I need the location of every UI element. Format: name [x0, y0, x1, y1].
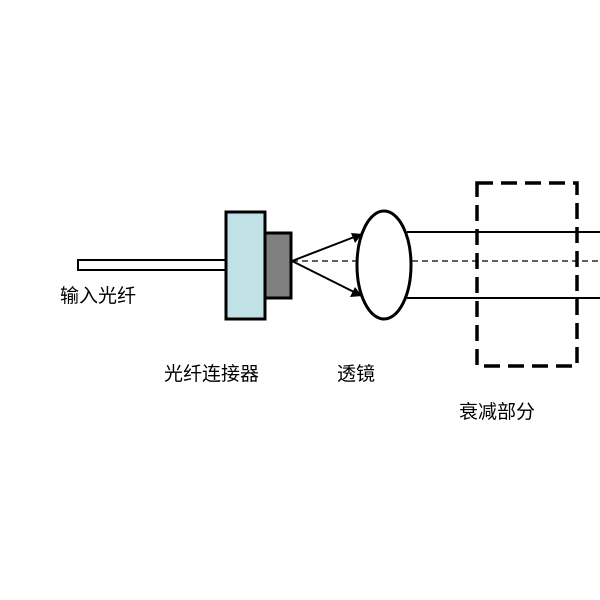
lens [355, 209, 413, 321]
ray-lower [291, 260, 363, 297]
fiber-connector-ferrule [263, 231, 293, 300]
ray-lower-arrowhead [350, 287, 362, 297]
input-fiber-label: 输入光纤 [60, 285, 136, 307]
fiber-connector-body [224, 210, 267, 321]
lens-label: 透镜 [337, 363, 375, 385]
ray-upper-arrowhead [351, 233, 362, 243]
fiber-connector-label: 光纤连接器 [164, 363, 259, 385]
input-fiber [77, 259, 229, 271]
ray-upper [291, 233, 363, 262]
attenuation-section-box [475, 181, 579, 368]
attenuation-section-label: 衰减部分 [459, 401, 535, 423]
